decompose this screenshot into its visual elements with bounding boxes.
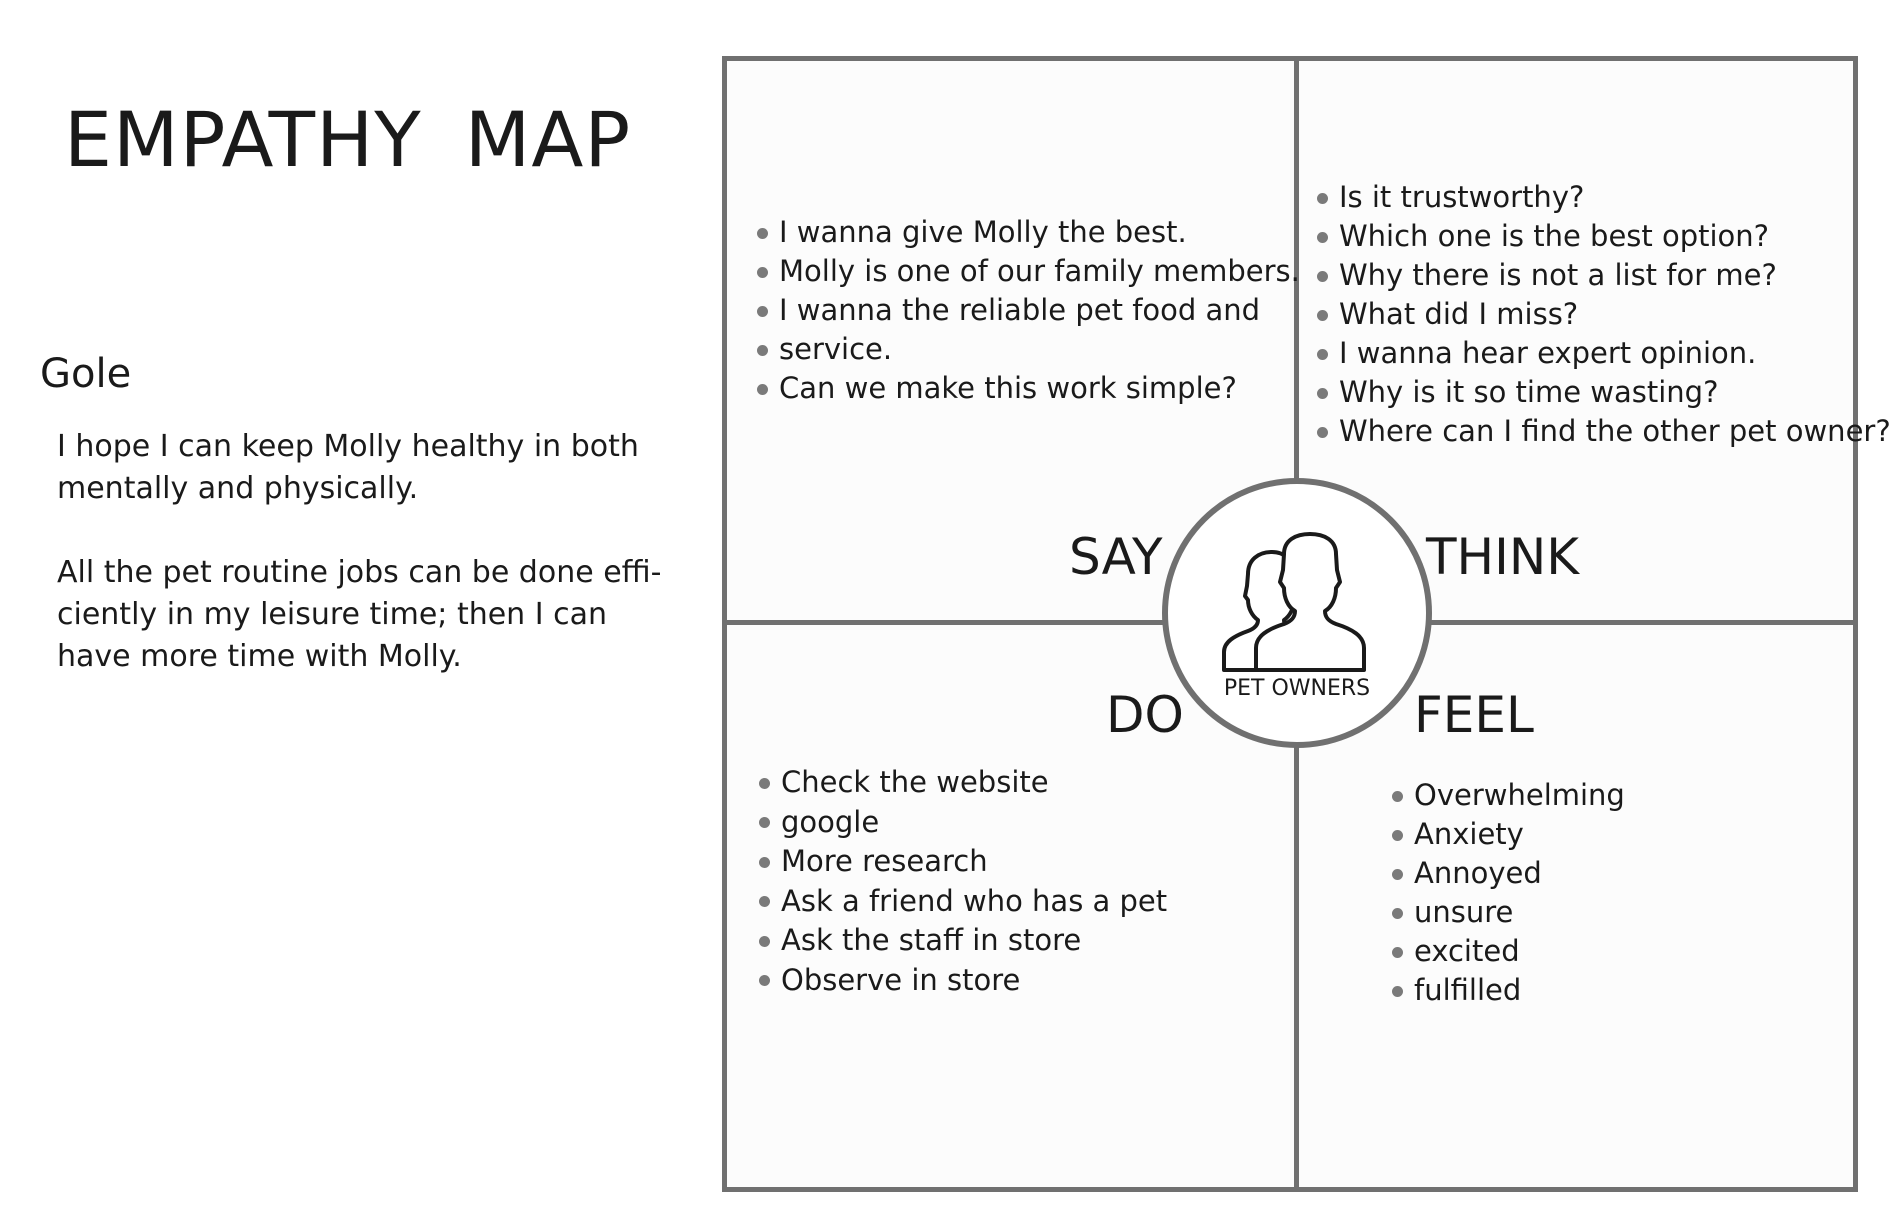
say-item: service. [757,330,1300,369]
say-item: I wanna the reliable pet food and [757,291,1300,330]
feel-item: Annoyed [1392,854,1625,893]
think-item: Is it trustworthy? [1317,178,1891,217]
feel-item: Anxiety [1392,815,1625,854]
feel-list: Overwhelming Anxiety Annoyed unsure exci… [1392,776,1625,1010]
do-item: google [759,803,1167,843]
say-list: I wanna give Molly the best. Molly is on… [757,213,1300,408]
do-item: Check the website [759,763,1167,803]
do-item: Observe in store [759,961,1167,1001]
feel-item: excited [1392,932,1625,971]
think-item: Where can I find the other pet owner? [1317,412,1891,451]
do-item: Ask a friend who has a pet [759,882,1167,922]
think-item: I wanna hear expert opinion. [1317,334,1891,373]
do-label: DO [1106,686,1184,744]
goal-heading: Gole [40,351,132,397]
feel-item: fulfilled [1392,971,1625,1010]
feel-item: unsure [1392,893,1625,932]
think-label: THINK [1426,528,1580,586]
think-item: Why is it so time wasting? [1317,373,1891,412]
center-label: PET OWNERS [1223,676,1371,701]
say-item: Can we make this work simple? [757,369,1300,408]
feel-label: FEEL [1414,686,1534,744]
do-item: More research [759,842,1167,882]
think-list: Is it trustworthy? Which one is the best… [1317,178,1891,451]
think-item: What did I miss? [1317,295,1891,334]
goal-paragraph-2: All the pet routine jobs can be done eff… [57,555,662,674]
think-item: Why there is not a list for me? [1317,256,1891,295]
two-people-icon [1222,532,1366,672]
say-item: Molly is one of our family members. [757,252,1300,291]
do-list: Check the website google More research A… [759,763,1167,1000]
think-item: Which one is the best option? [1317,217,1891,256]
do-item: Ask the staff in store [759,921,1167,961]
feel-item: Overwhelming [1392,776,1625,815]
page-title: EMPATHY MAP [64,95,632,184]
say-item: I wanna give Molly the best. [757,213,1300,252]
say-label: SAY [1069,528,1163,586]
goal-paragraph-1: I hope I can keep Molly healthy in both … [57,429,639,506]
